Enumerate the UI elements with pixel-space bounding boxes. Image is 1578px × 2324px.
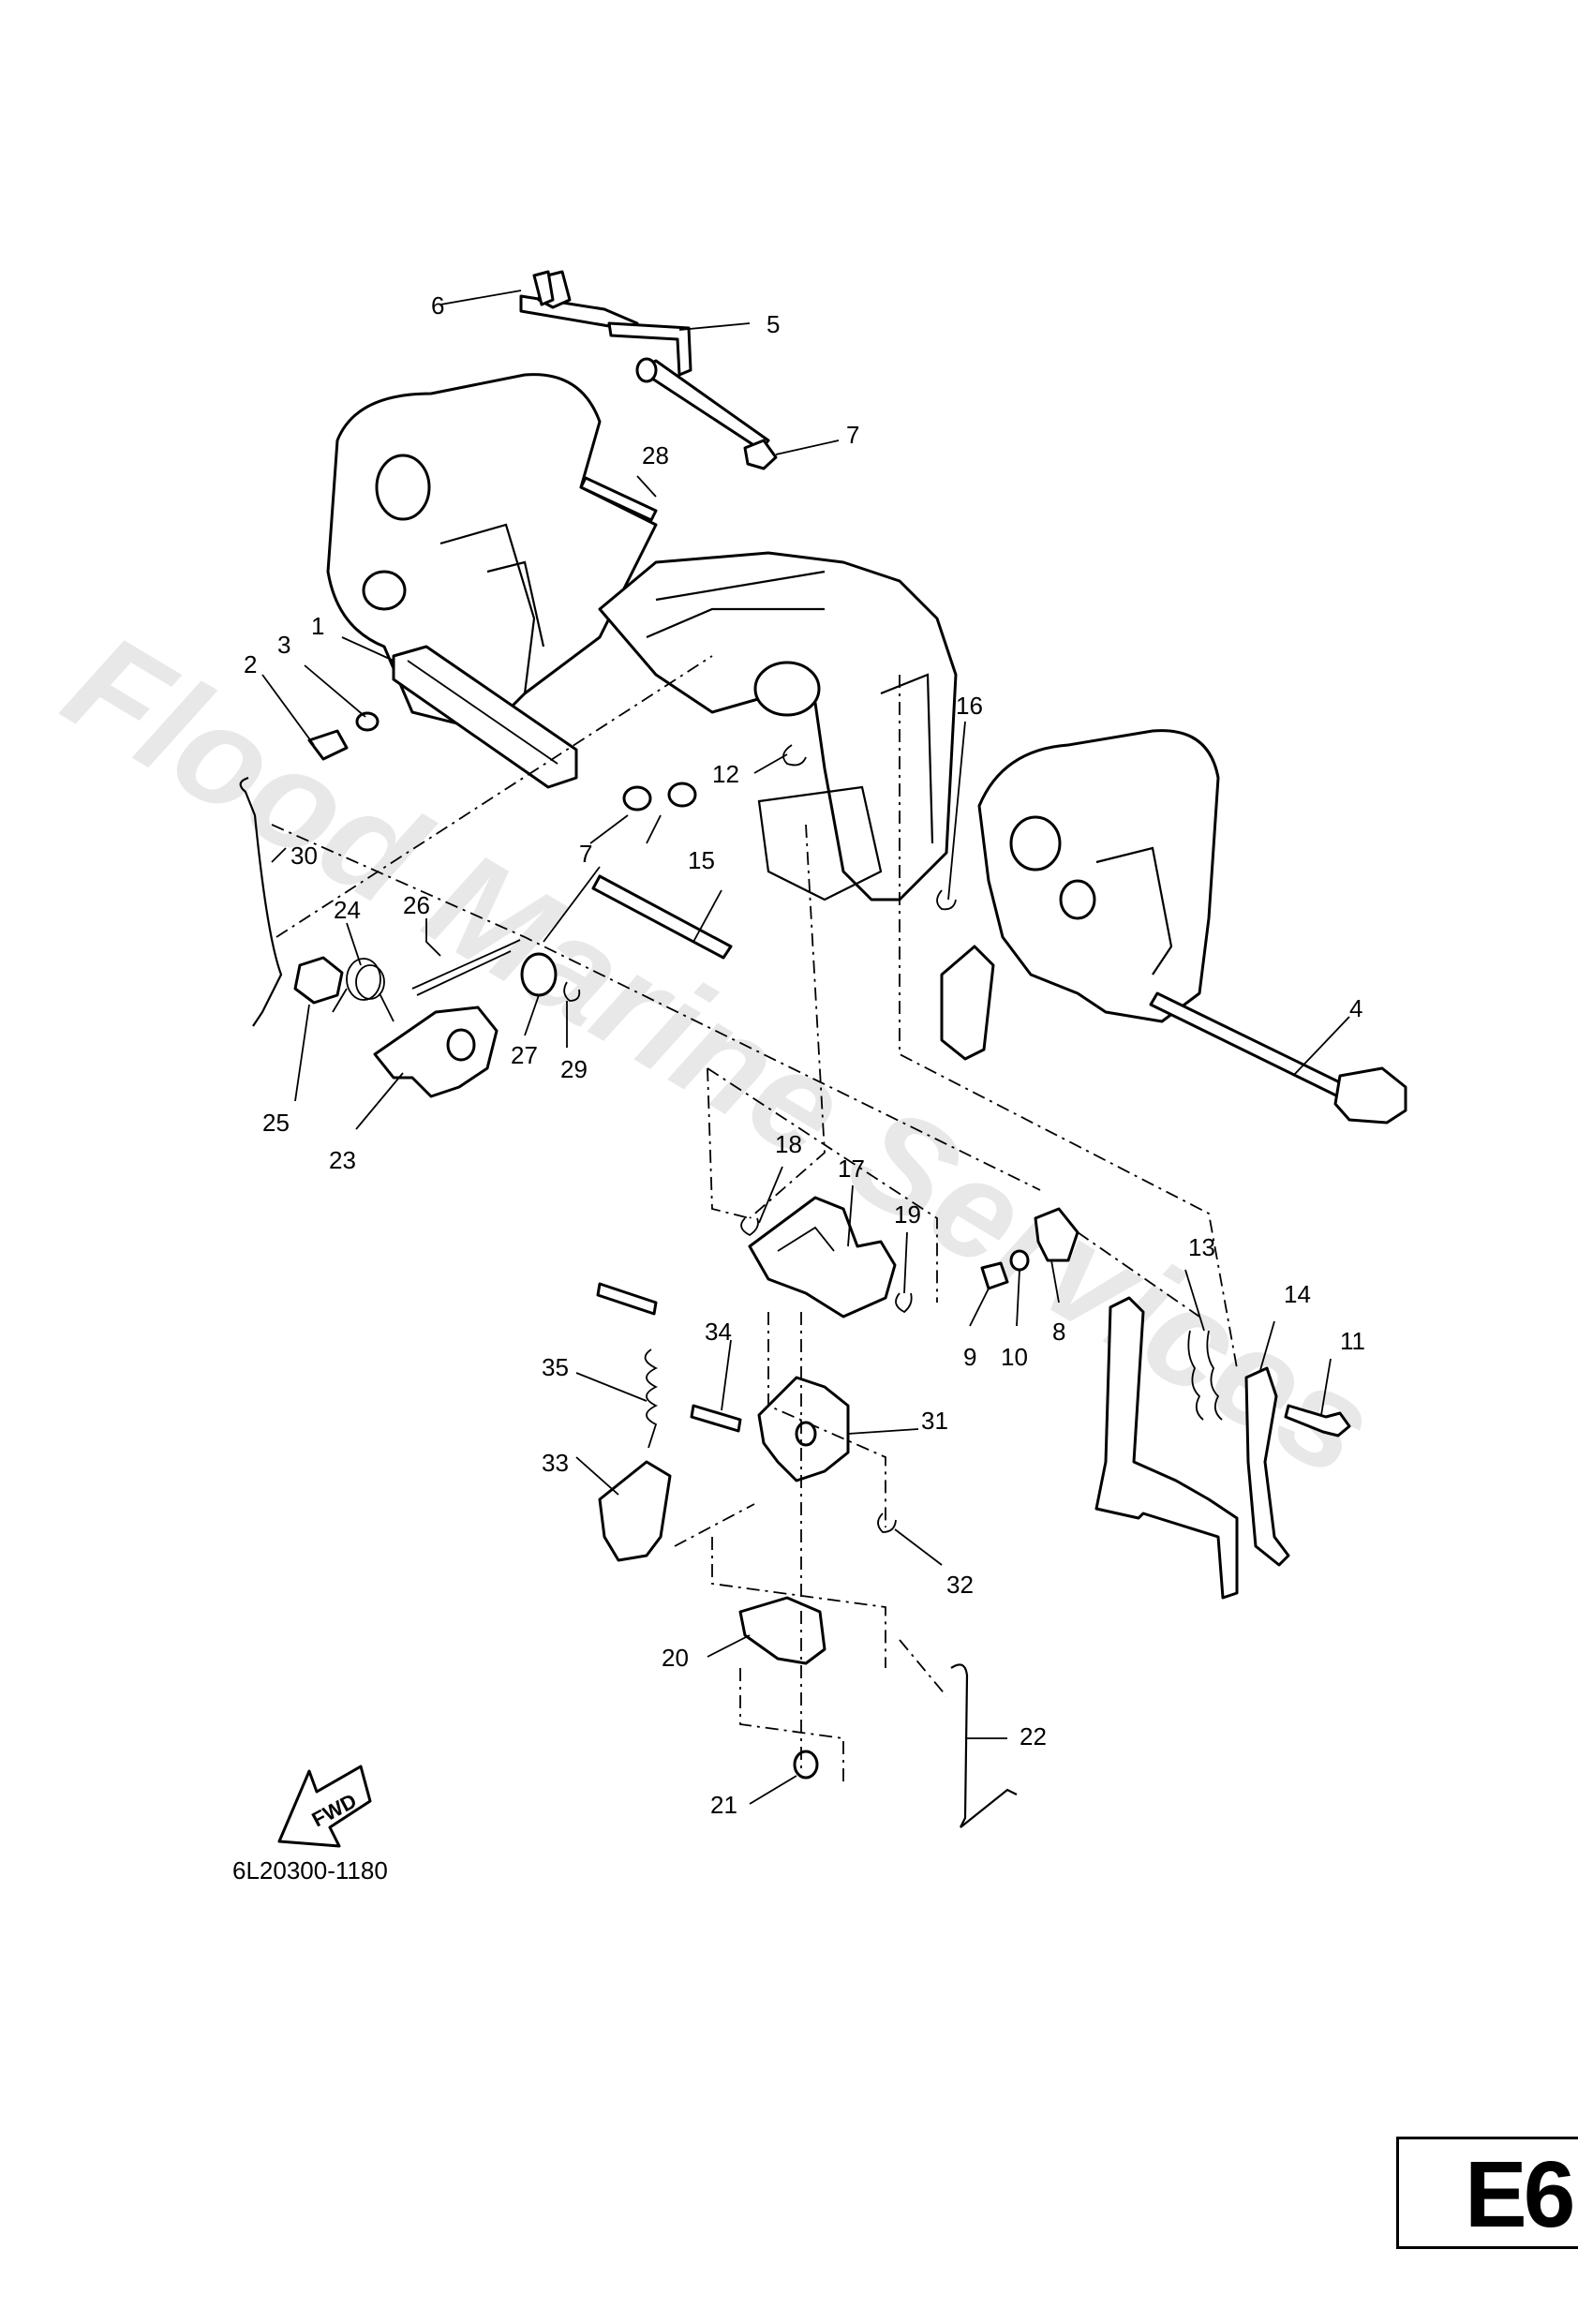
lever-20 xyxy=(738,1596,826,1665)
callout-24: 24 xyxy=(334,896,361,924)
plug-9 xyxy=(980,1261,1009,1290)
callout-19: 19 xyxy=(894,1200,921,1229)
callout-14: 14 xyxy=(1284,1280,1311,1308)
callout-23: 23 xyxy=(329,1146,356,1174)
bolt-11 xyxy=(1284,1404,1351,1438)
callout-16: 16 xyxy=(956,692,983,720)
figure-code: 6L20300-1180 xyxy=(232,1856,388,1885)
left-clamp-bracket xyxy=(326,373,658,733)
bolt-34 xyxy=(690,1404,742,1433)
callout-33: 33 xyxy=(542,1449,569,1477)
callout-28: 28 xyxy=(642,441,669,469)
callout-7a: 7 xyxy=(846,421,859,449)
callout-10: 10 xyxy=(1001,1343,1028,1371)
callout-22: 22 xyxy=(1020,1722,1047,1750)
callout-1: 1 xyxy=(311,612,324,640)
callout-27: 27 xyxy=(511,1041,538,1069)
callout-17: 17 xyxy=(838,1155,865,1183)
callout-25: 25 xyxy=(262,1109,290,1137)
callout-21: 21 xyxy=(710,1791,737,1819)
callout-8: 8 xyxy=(1052,1318,1065,1346)
callout-2: 2 xyxy=(244,650,257,678)
fwd-arrow-icon: FWD xyxy=(277,1765,372,1848)
callout-31: 31 xyxy=(921,1407,948,1435)
callout-34: 34 xyxy=(705,1318,732,1346)
lever-31 xyxy=(757,1376,850,1482)
spring-26 xyxy=(411,939,521,996)
callout-labels: 1 2 3 4 5 6 7 7 8 9 10 11 12 13 14 15 16… xyxy=(244,291,1365,1819)
lever-17 xyxy=(748,1196,897,1318)
callout-9: 9 xyxy=(963,1343,976,1371)
callout-4: 4 xyxy=(1349,994,1362,1022)
callout-12: 12 xyxy=(712,760,739,788)
leader-lines xyxy=(261,290,1350,1805)
right-clamp-bracket xyxy=(940,729,1220,1061)
tilt-lever xyxy=(519,270,770,452)
spring-24 xyxy=(332,958,394,1022)
spring-18 xyxy=(740,1217,759,1237)
page-code: E6 xyxy=(1465,2142,1575,2247)
bushings xyxy=(622,439,778,812)
spring-19 xyxy=(895,1292,913,1314)
page-code-box: E6 xyxy=(1396,2137,1578,2249)
callout-3: 3 xyxy=(277,631,290,659)
spring-35 xyxy=(596,1282,659,1449)
callout-30: 30 xyxy=(290,842,318,870)
callout-18: 18 xyxy=(775,1130,802,1158)
part-27 xyxy=(520,952,558,997)
swivel-bracket xyxy=(598,551,958,901)
callout-15: 15 xyxy=(688,846,715,874)
callout-29: 29 xyxy=(560,1055,588,1083)
callout-5: 5 xyxy=(767,310,780,338)
circlip-32 xyxy=(877,1512,897,1533)
spring-13 xyxy=(1187,1330,1223,1421)
tilt-link-14 xyxy=(1094,1296,1290,1600)
callout-20: 20 xyxy=(662,1644,689,1672)
trim-rod xyxy=(1149,991,1407,1125)
callout-11: 11 xyxy=(1340,1327,1365,1355)
lever-8 xyxy=(1034,1207,1079,1262)
wire-30 xyxy=(239,776,283,1027)
lever-33 xyxy=(598,1460,672,1562)
callout-6: 6 xyxy=(431,291,444,320)
plate-assembly xyxy=(307,645,578,789)
callout-7b: 7 xyxy=(579,840,592,868)
callout-13: 13 xyxy=(1188,1233,1215,1261)
circlip-16 xyxy=(936,889,957,911)
callout-26: 26 xyxy=(403,891,430,919)
lever-23 xyxy=(293,956,499,1098)
washer-10 xyxy=(1009,1249,1030,1272)
callout-32: 32 xyxy=(946,1571,974,1599)
spring-22 xyxy=(950,1663,1018,1828)
circlip-12 xyxy=(782,744,807,767)
bolt-28 xyxy=(579,476,658,522)
callout-35: 35 xyxy=(542,1353,569,1381)
collar-21 xyxy=(793,1750,819,1780)
clip-29 xyxy=(563,981,581,1002)
